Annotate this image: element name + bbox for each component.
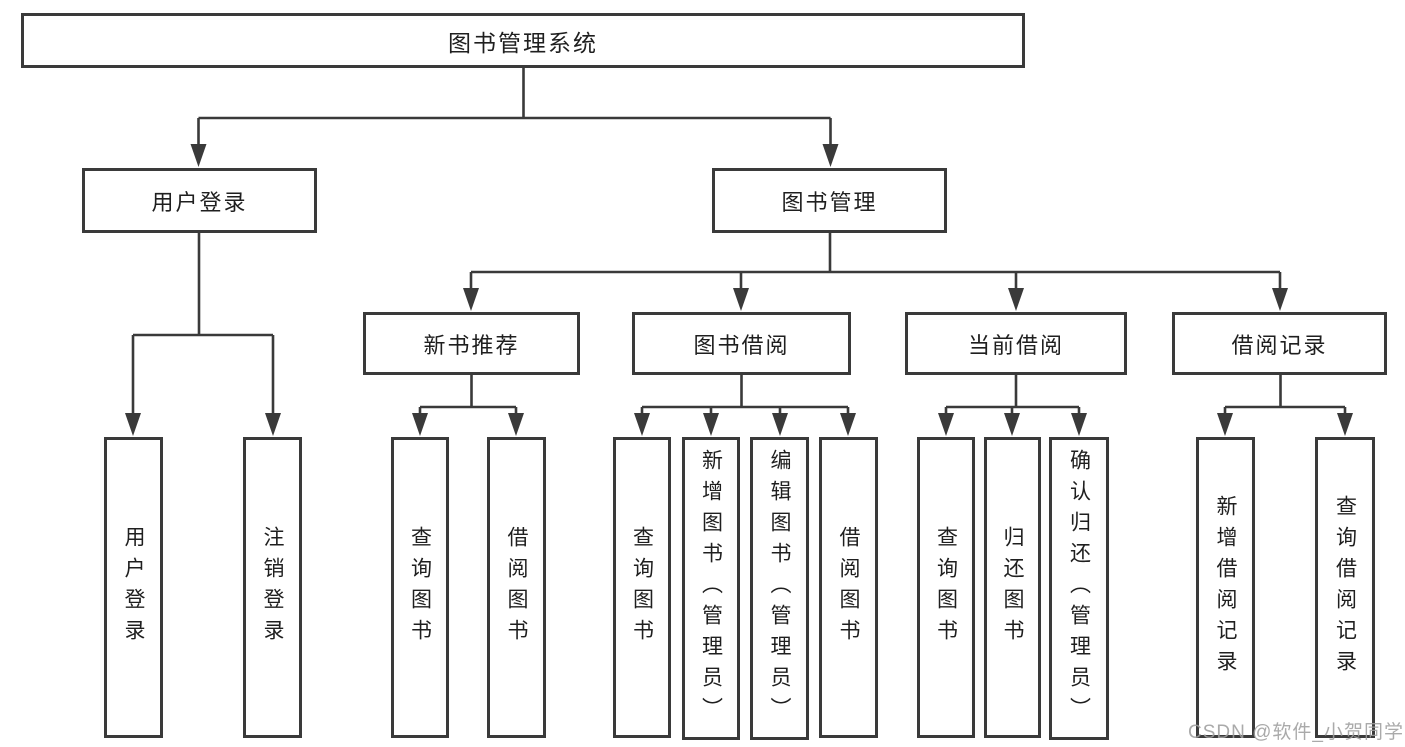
node-book-management-label: 图书管理: [781, 189, 878, 215]
connectors-borrow-records-to-leaves: [1217, 375, 1353, 436]
node-borrow-records: 借阅记录: [1172, 312, 1387, 375]
node-borrow-records-label: 借阅记录: [1231, 332, 1328, 358]
leaf-logout: 注销登录: [243, 437, 302, 738]
leaf-edit-books-admin-label: 编辑图书（管理员）: [768, 449, 791, 728]
leaf-edit-books-admin: 编辑图书（管理员）: [750, 437, 809, 740]
csdn-watermark: CSDN @软件_小贺同学: [1188, 722, 1404, 743]
node-current-borrow: 当前借阅: [905, 312, 1127, 375]
node-root-label: 图书管理系统: [448, 29, 598, 56]
leaf-confirm-return-admin: 确认归还（管理员）: [1049, 437, 1109, 740]
connectors-root-to-level2: [190, 68, 839, 167]
leaf-add-borrow-record: 新增借阅记录: [1196, 437, 1255, 738]
leaf-query-books-borrow: 查询图书: [613, 437, 671, 738]
leaf-logout-label: 注销登录: [261, 525, 284, 650]
leaf-add-books-admin-label: 新增图书（管理员）: [699, 449, 723, 728]
node-current-borrow-label: 当前借阅: [967, 332, 1064, 358]
leaf-borrow-books: 借阅图书: [819, 437, 878, 738]
node-user-login: 用户登录: [82, 168, 317, 233]
node-user-login-label: 用户登录: [151, 189, 248, 215]
leaf-add-books-admin: 新增图书（管理员）: [682, 437, 740, 740]
leaf-query-books-recommend: 查询图书: [391, 437, 449, 738]
leaf-query-books-borrow-label: 查询图书: [630, 525, 654, 650]
leaf-add-borrow-record-label: 新增借阅记录: [1214, 494, 1237, 681]
leaf-user-login-label: 用户登录: [122, 525, 145, 650]
leaf-return-books-label: 归还图书: [1001, 525, 1024, 650]
node-root-system: 图书管理系统: [21, 13, 1025, 68]
connectors-new-book-rec-to-leaves: [412, 375, 524, 436]
leaf-query-borrow-record: 查询借阅记录: [1315, 437, 1375, 738]
leaf-borrow-books-recommend-label: 借阅图书: [505, 525, 528, 650]
leaf-query-books-current: 查询图书: [917, 437, 975, 738]
node-book-management: 图书管理: [712, 168, 947, 233]
leaf-borrow-books-recommend: 借阅图书: [487, 437, 546, 738]
leaf-query-books-recommend-label: 查询图书: [408, 525, 432, 650]
connectors-user-login-to-leaves: [125, 233, 281, 436]
node-new-book-recommend-label: 新书推荐: [423, 332, 520, 358]
leaf-query-borrow-record-label: 查询借阅记录: [1333, 494, 1357, 681]
connectors-current-borrow-to-leaves: [938, 375, 1087, 436]
node-book-borrow-label: 图书借阅: [693, 332, 790, 358]
leaf-borrow-books-label: 借阅图书: [837, 525, 860, 650]
node-new-book-recommend: 新书推荐: [363, 312, 580, 375]
connectors-book-mgmt-to-level3: [463, 233, 1288, 311]
node-book-borrow: 图书借阅: [632, 312, 851, 375]
leaf-user-login: 用户登录: [104, 437, 163, 738]
leaf-return-books: 归还图书: [984, 437, 1041, 738]
connectors-book-borrow-to-leaves: [634, 375, 856, 436]
leaf-query-books-current-label: 查询图书: [934, 525, 958, 650]
leaf-confirm-return-admin-label: 确认归还（管理员）: [1067, 449, 1091, 728]
